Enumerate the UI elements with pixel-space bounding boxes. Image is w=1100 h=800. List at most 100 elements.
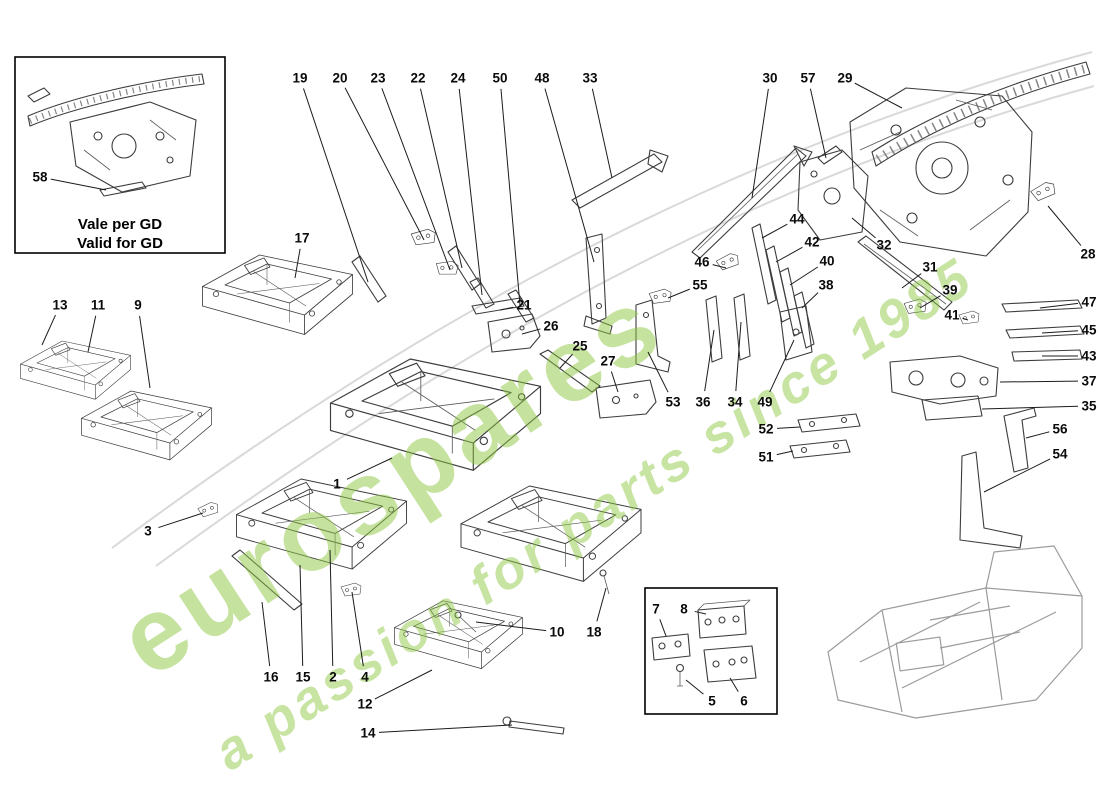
callout-9[interactable]: 9 [134,298,142,313]
callout-39[interactable]: 39 [942,283,957,298]
part-sketch-14 [502,716,565,735]
callout-5[interactable]: 5 [708,694,716,709]
leader-line-24 [458,88,483,296]
leader-line-13 [41,314,56,346]
callout-52[interactable]: 52 [758,422,773,437]
leader-line-54 [983,458,1051,493]
leader-line-42 [775,246,803,263]
part-sketch-32 [797,149,869,241]
callout-42[interactable]: 42 [804,235,819,250]
callout-19[interactable]: 19 [292,71,307,86]
callout-17[interactable]: 17 [294,231,309,246]
callout-30[interactable]: 30 [762,71,777,86]
leader-line-30 [751,88,769,199]
callout-58[interactable]: 58 [32,170,48,185]
callout-54[interactable]: 54 [1052,447,1068,462]
leader-line-9 [139,315,151,389]
leader-line-16 [261,601,271,667]
callout-27[interactable]: 27 [600,354,615,369]
callout-22[interactable]: 22 [410,71,425,86]
inset-part-sketch [27,73,205,197]
part-sketch-29 [849,87,1033,257]
callout-31[interactable]: 31 [922,260,938,275]
callout-10[interactable]: 10 [549,625,564,640]
watermark: eurospares a passion for parts since 198… [99,246,984,782]
callout-16[interactable]: 16 [263,670,279,685]
callout-1[interactable]: 1 [333,477,341,492]
callout-32[interactable]: 32 [876,238,891,253]
callout-18[interactable]: 18 [586,625,602,640]
callout-46[interactable]: 46 [694,255,710,270]
part-sketch-47 [1001,299,1083,313]
callout-53[interactable]: 53 [665,395,681,410]
inset-label-english: Valid for GD [77,235,163,252]
leader-line-18 [596,587,607,622]
leader-line-3 [158,512,204,529]
callout-8[interactable]: 8 [680,602,688,617]
part-sketch-8 [697,599,751,639]
leader-line-41 [962,317,969,321]
callout-2[interactable]: 2 [329,670,337,685]
leader-line-52 [776,426,801,429]
leader-line-8 [694,610,707,615]
callout-26[interactable]: 26 [543,319,559,334]
callout-15[interactable]: 15 [295,670,311,685]
callout-49[interactable]: 49 [757,395,772,410]
callout-14[interactable]: 14 [360,726,376,741]
callout-29[interactable]: 29 [837,71,852,86]
part-sketch-27 [595,379,657,419]
callout-51[interactable]: 51 [758,450,774,465]
callout-41[interactable]: 41 [944,308,960,323]
callout-40[interactable]: 40 [819,254,834,269]
gd-variant-inset: Vale per GD Valid for GD [14,56,226,254]
part-sketch-58 [99,181,147,197]
callout-38[interactable]: 38 [818,278,834,293]
callout-25[interactable]: 25 [572,339,588,354]
callout-24[interactable]: 24 [450,71,466,86]
callout-44[interactable]: 44 [789,212,805,227]
callout-48[interactable]: 48 [534,71,550,86]
part-sketch-48 [583,233,613,335]
callout-35[interactable]: 35 [1081,399,1097,414]
callout-56[interactable]: 56 [1052,422,1068,437]
callout-37[interactable]: 37 [1081,374,1096,389]
callout-23[interactable]: 23 [370,71,386,86]
callout-34[interactable]: 34 [727,395,743,410]
callout-50[interactable]: 50 [492,71,507,86]
callout-21[interactable]: 21 [516,298,532,313]
inset-label-italian: Vale per GD [78,216,162,233]
callout-28[interactable]: 28 [1080,247,1096,262]
rear-chassis-reference [827,545,1083,719]
leader-line-17 [294,248,301,279]
leader-line-38 [801,292,819,309]
leader-line-44 [761,223,788,239]
part-sketches [20,61,1091,735]
part-sketch-16 [231,549,303,611]
part-sketch-54 [959,451,1023,549]
callout-20[interactable]: 20 [332,71,347,86]
callout-6[interactable]: 6 [740,694,748,709]
callout-45[interactable]: 45 [1081,323,1097,338]
callout-47[interactable]: 47 [1081,295,1096,310]
callout-13[interactable]: 13 [52,298,68,313]
part-sketch-7 [651,633,691,661]
frame-sketch-17 [202,254,353,335]
part-sketch-52 [797,413,861,433]
callout-43[interactable]: 43 [1081,349,1097,364]
callout-33[interactable]: 33 [582,71,598,86]
callout-36[interactable]: 36 [695,395,711,410]
callout-7[interactable]: 7 [652,602,660,617]
callout-11[interactable]: 11 [91,298,106,313]
callout-57[interactable]: 57 [800,71,815,86]
leader-line-15 [299,564,304,667]
callout-3[interactable]: 3 [144,524,152,539]
part-sketch-37 [889,355,999,405]
callout-4[interactable]: 4 [361,670,369,685]
part-sketch-46 [715,251,741,272]
leader-line-29 [854,82,903,109]
callout-12[interactable]: 12 [357,697,372,712]
callout-55[interactable]: 55 [692,278,708,293]
part-sketch-34 [733,293,751,361]
part-sketch-3 [196,501,220,518]
